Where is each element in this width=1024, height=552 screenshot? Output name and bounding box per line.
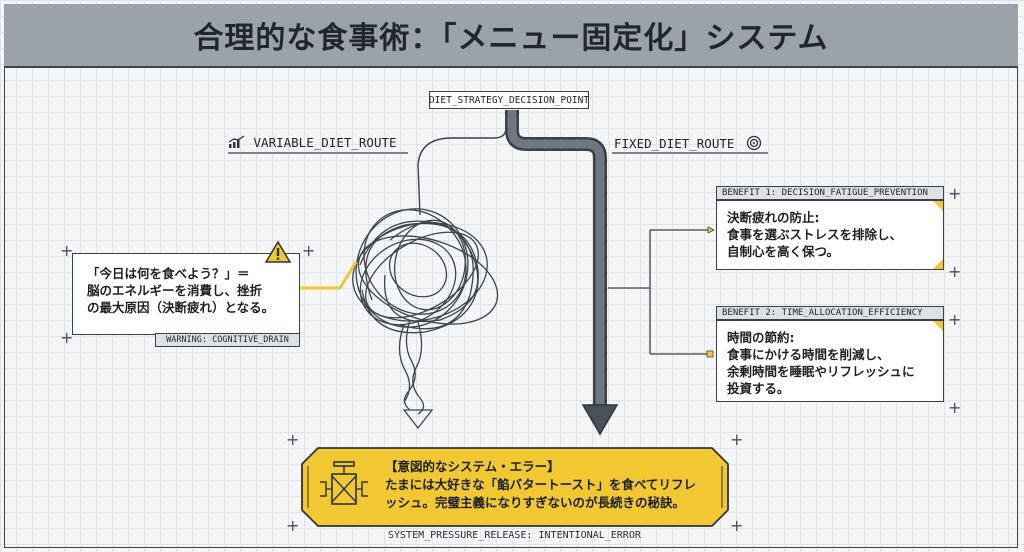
error-box xyxy=(301,447,729,527)
warning-card: 「今日は何を食べよう？」＝ 脳のエネルギーを消費し、挫折 の最大原因（決断疲れ）… xyxy=(72,253,300,335)
title-bar: 合理的な食事術：「メニュー固定化」システム xyxy=(4,4,1018,68)
variable-route-label: VARIABLE_DIET_ROUTE xyxy=(253,135,397,150)
fixed-route-label: FIXED_DIET_ROUTE xyxy=(614,136,735,151)
benefit2-line-3: 余剰時間を睡眠やリフレッシュに xyxy=(727,364,915,379)
benefit1-line-3: 自制心を高く保つ。 xyxy=(727,244,840,259)
decision-point-tag: DIET_STRATEGY_DECISION_POINT xyxy=(429,91,589,109)
benefit2-pointer xyxy=(706,350,714,358)
benefit2-line-1: 時間の節約: xyxy=(727,330,795,345)
plus-marker-icon: + xyxy=(60,241,74,260)
fixed-route-arrow xyxy=(505,110,619,436)
error-box-text: 【意図的なシステム・エラー】 たまには大好きな「餡バタートースト」を食べてリフレ… xyxy=(385,458,715,512)
plus-marker-icon: + xyxy=(948,184,962,203)
plus-marker-icon: + xyxy=(60,328,74,347)
pressure-valve-icon xyxy=(320,461,368,505)
error-box-tag: SYSTEM_PRESSURE_RELEASE: INTENTIONAL_ERR… xyxy=(388,530,641,541)
error-line-1: 【意図的なシステム・エラー】 xyxy=(385,459,560,474)
error-line-2: たまには大好きな「餡バタートースト」を食べてリフレ xyxy=(385,477,697,492)
trend-chart-icon xyxy=(228,135,245,148)
benefit2-corner-accent xyxy=(933,321,943,331)
plus-marker-icon: + xyxy=(302,241,316,260)
target-icon xyxy=(746,135,762,151)
benefit1-corner-accent-bottom xyxy=(933,259,943,269)
variable-route-label-group: VARIABLE_DIET_ROUTE xyxy=(228,135,397,150)
warning-connector xyxy=(300,261,358,290)
plus-marker-icon: + xyxy=(948,262,962,281)
benefit2-header: BENEFIT 2: TIME_ALLOCATION_EFFICIENCY xyxy=(716,306,944,320)
plus-marker-icon: + xyxy=(948,398,962,417)
plus-marker-icon: + xyxy=(730,516,744,535)
warning-line-1: 「今日は何を食べよう？」＝ xyxy=(87,266,250,281)
benefit-connectors xyxy=(608,229,710,355)
benefit1-pointer xyxy=(707,226,715,234)
benefit1-line-1: 決断疲れの防止: xyxy=(727,210,820,225)
plus-marker-icon: + xyxy=(730,430,744,449)
benefit1-corner-accent xyxy=(933,201,943,211)
plus-marker-icon: + xyxy=(286,516,300,535)
warning-line-3: の最大原因（決断疲れ）となる。 xyxy=(87,300,275,315)
error-line-3: ッシュ。完璧主義になりすぎないのが長続きの秘訣。 xyxy=(385,495,686,510)
benefit1-line-2: 食事を選ぶストレスを排除し、 xyxy=(727,227,903,242)
benefit2-line-2: 食事にかける時間を削減し、 xyxy=(727,347,890,362)
benefit1-card: 決断疲れの防止: 食事を選ぶストレスを排除し、 自制心を高く保つ。 xyxy=(716,200,944,270)
tangled-scribble xyxy=(352,208,499,415)
scribble-arrowhead xyxy=(402,409,434,430)
plus-marker-icon: + xyxy=(948,310,962,329)
warning-line-2: 脳のエネルギーを消費し、挫折 xyxy=(87,283,263,298)
variable-route-line xyxy=(417,110,507,216)
warning-icon xyxy=(264,240,292,263)
page-title: 合理的な食事術：「メニュー固定化」システム xyxy=(193,21,829,56)
benefit2-card: 時間の節約: 食事にかける時間を削減し、 余剰時間を睡眠やリフレッシュに 投資す… xyxy=(716,320,944,402)
fixed-route-label-group: FIXED_DIET_ROUTE xyxy=(614,135,762,151)
benefit2-line-4: 投資する。 xyxy=(727,381,790,396)
warning-tag: WARNING: COGNITIVE_DRAIN xyxy=(155,333,300,347)
plus-marker-icon: + xyxy=(286,430,300,449)
benefit1-header: BENEFIT 1: DECISION_FATIGUE_PREVENTION xyxy=(716,186,944,200)
